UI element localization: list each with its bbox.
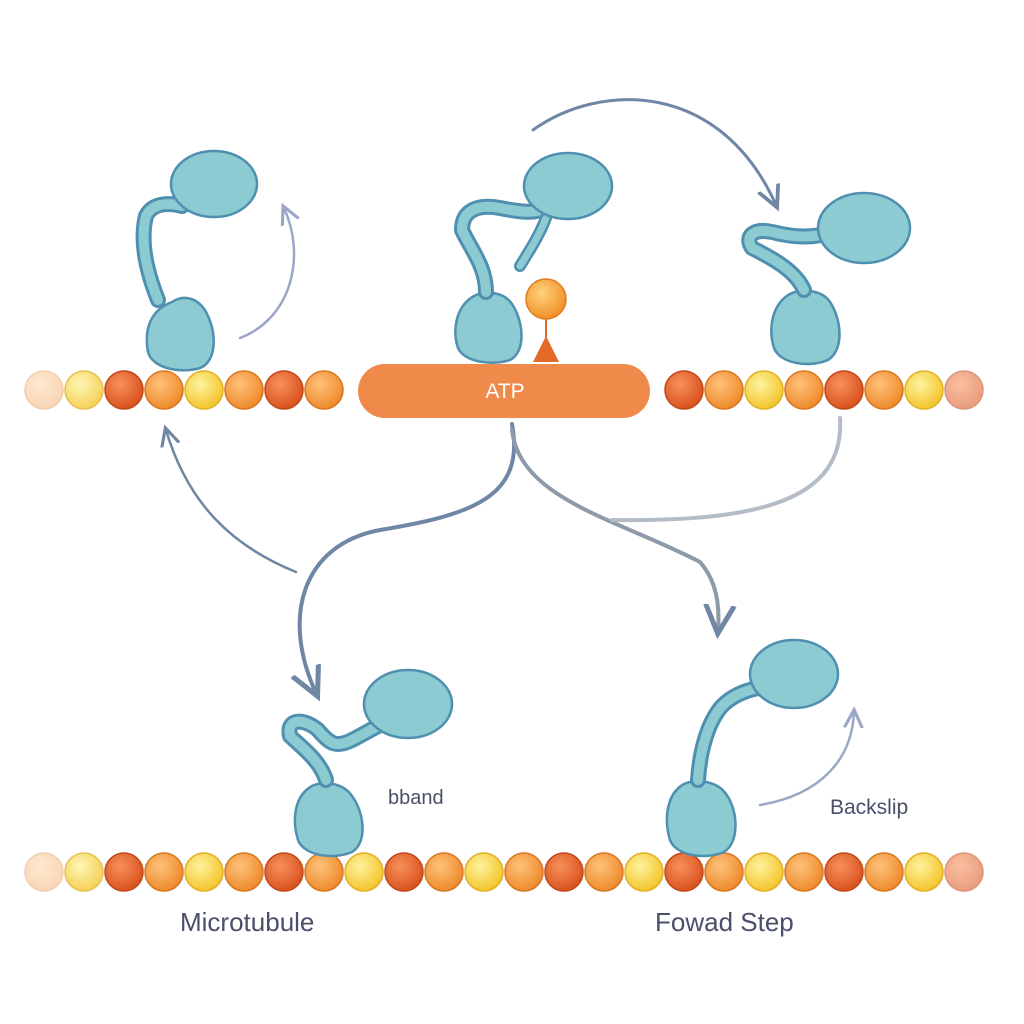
tubulin-bead	[824, 852, 864, 892]
tubulin-bead	[24, 852, 64, 892]
curved-arrow-icon	[610, 416, 843, 523]
atp-bar	[358, 364, 650, 418]
tubulin-bead	[264, 370, 304, 410]
microtubule-label: Microtubule	[180, 907, 315, 937]
tubulin-bead	[104, 852, 144, 892]
tubulin-bead	[144, 852, 184, 892]
curved-arrow-icon	[758, 712, 854, 807]
tubulin-bead	[784, 370, 824, 410]
tubulin-bead	[544, 852, 584, 892]
tubulin-bead	[64, 852, 104, 892]
tubulin-bead	[104, 370, 144, 410]
tubulin-bead	[304, 852, 344, 892]
tubulin-bead	[64, 370, 104, 410]
tubulin-bead	[224, 852, 264, 892]
tubulin-bead	[184, 370, 224, 410]
kinesin-motor-icon	[665, 638, 840, 858]
tubulin-bead	[384, 852, 424, 892]
tubulin-bead	[264, 852, 304, 892]
tubulin-bead	[864, 370, 904, 410]
atp-anchor	[533, 336, 559, 362]
backslip-label: Backslip	[830, 796, 909, 819]
tubulin-bead	[944, 370, 984, 410]
tubulin-bead	[744, 852, 784, 892]
bound-label: bband	[388, 787, 444, 809]
tubulin-bead	[904, 852, 944, 892]
tubulin-bead	[464, 852, 504, 892]
microtubule-track-top	[24, 370, 984, 410]
kinesin-motor-icon	[135, 149, 259, 372]
tubulin-bead	[944, 852, 984, 892]
atp-site	[358, 278, 650, 418]
atp-label: ATP	[485, 380, 525, 403]
tubulin-bead	[344, 852, 384, 892]
tubulin-bead	[824, 370, 864, 410]
tubulin-bead	[304, 370, 344, 410]
tubulin-bead	[904, 370, 944, 410]
tubulin-bead	[704, 370, 744, 410]
tubulin-bead	[704, 852, 744, 892]
tubulin-bead	[224, 370, 264, 410]
kinesin-motor-icon	[454, 151, 614, 364]
tubulin-bead	[24, 370, 64, 410]
curved-arrow-icon	[238, 208, 294, 340]
curved-arrow-icon	[166, 430, 298, 574]
flow-arrows	[166, 98, 854, 807]
forward-step-label: Fowad Step	[655, 907, 794, 937]
tubulin-bead	[784, 852, 824, 892]
tubulin-bead	[624, 852, 664, 892]
tubulin-bead	[664, 370, 704, 410]
tubulin-bead	[424, 852, 464, 892]
microtubule-track-bottom	[24, 852, 984, 892]
tubulin-bead	[584, 852, 624, 892]
kinesin-motor-icon	[741, 191, 912, 366]
curved-arrow-icon	[531, 98, 776, 205]
tubulin-bead	[864, 852, 904, 892]
curved-arrow-icon	[300, 422, 517, 693]
tubulin-bead	[504, 852, 544, 892]
tubulin-bead	[664, 852, 704, 892]
kinesin-motor-icon	[281, 668, 454, 858]
tubulin-bead	[744, 370, 784, 410]
curved-arrow-icon	[510, 428, 718, 630]
tubulin-bead	[144, 370, 184, 410]
atp-molecule-icon	[525, 278, 567, 320]
tubulin-bead	[184, 852, 224, 892]
